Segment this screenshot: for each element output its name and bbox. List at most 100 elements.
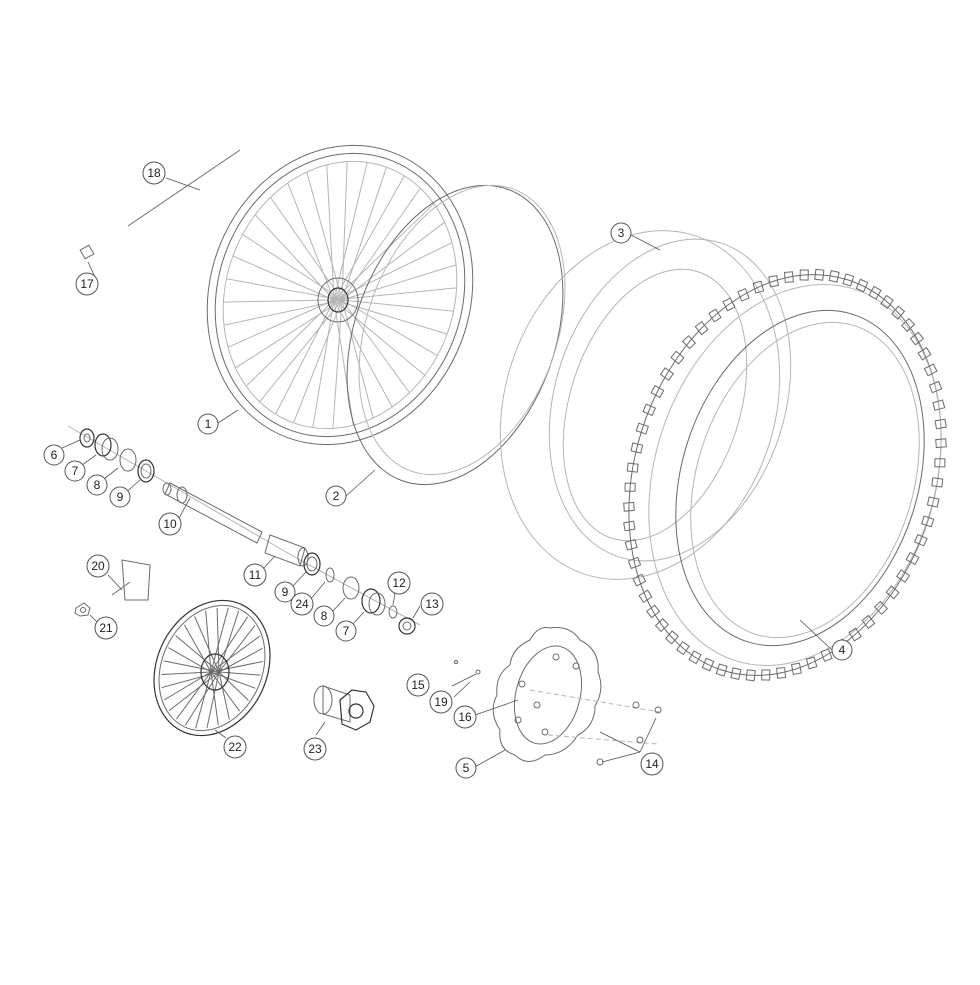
callout-14: 14 [640, 752, 664, 776]
spoke-line [227, 299, 335, 348]
tread-knob [632, 573, 647, 587]
callout-2: 2 [325, 485, 347, 507]
callout-5-label: 5 [463, 761, 470, 775]
callout-8b: 8 [313, 605, 335, 627]
tread-knob [626, 462, 639, 473]
tread-knob [737, 288, 750, 302]
rim-band-part [346, 184, 566, 486]
callout-7a: 7 [64, 460, 86, 482]
spoke-line [341, 221, 445, 301]
spoke-line [333, 287, 457, 301]
tread-knob [645, 604, 661, 619]
tread-knob [730, 667, 742, 680]
callout-9b: 9 [274, 581, 296, 603]
spoke-line [168, 647, 212, 673]
spoke-line [333, 242, 453, 301]
spoke-line [341, 167, 387, 301]
spoke-line [195, 671, 212, 729]
tread-knob [623, 501, 635, 512]
spoke-line [275, 299, 335, 415]
tread-knob [861, 614, 876, 630]
spoke-line [218, 625, 256, 673]
spoke-line [175, 635, 220, 673]
spoke-line [226, 278, 343, 301]
tread-knob [855, 278, 869, 293]
callout-1: 1 [197, 413, 219, 435]
callout-24-label: 24 [295, 597, 309, 611]
callout-20: 20 [86, 554, 110, 578]
spoke-line [306, 171, 343, 301]
spoke-line [333, 299, 448, 335]
tread-knob [681, 335, 697, 350]
tread-knob [934, 418, 947, 430]
callout-23-label: 23 [308, 742, 322, 756]
spoke-line [210, 616, 249, 673]
spoke-line [333, 203, 435, 301]
callout-24: 24 [290, 592, 314, 616]
tread-knob [923, 363, 938, 377]
tread-knob [880, 294, 894, 309]
tread-knob [932, 399, 946, 412]
callout-21-label: 21 [99, 621, 113, 635]
spoke-line [161, 671, 212, 675]
callout-3-label: 3 [618, 226, 625, 240]
spoke-line [293, 299, 343, 423]
spoke-line [218, 671, 249, 701]
callout-12-label: 12 [392, 576, 406, 590]
tread-knob [761, 669, 771, 681]
callout-19: 19 [429, 690, 453, 714]
tread-knob [688, 650, 702, 665]
tread-knob [635, 422, 649, 435]
spoke-line [168, 671, 220, 711]
tread-knob [805, 656, 818, 670]
spoke-line [184, 671, 220, 726]
tread-knob [885, 585, 900, 600]
tread-knob [670, 350, 685, 365]
tread-knob [650, 384, 665, 399]
tread-knob [624, 482, 636, 492]
callout-18: 18 [142, 161, 166, 185]
tread-knob [630, 442, 644, 454]
tread-knob [921, 515, 935, 528]
tread-knob [868, 285, 882, 300]
tread-knob [814, 268, 825, 281]
tread-knob [768, 274, 779, 288]
callout-7b: 7 [335, 620, 357, 642]
tread-knob [896, 569, 911, 583]
spoke-line [210, 661, 263, 673]
callout-2-label: 2 [333, 489, 340, 503]
spoke-line [287, 182, 335, 301]
callout-22-label: 22 [228, 740, 242, 754]
spoke-line [259, 299, 343, 403]
spoke-line [223, 299, 335, 303]
tread-knob [664, 630, 679, 645]
callout-9b-label: 9 [282, 585, 289, 599]
hub-part [313, 685, 375, 731]
spoke-line [183, 624, 212, 673]
tread-knob [659, 367, 674, 381]
tread-knob [694, 320, 709, 336]
tread-knob [776, 667, 787, 679]
spoke-line [333, 299, 393, 408]
tread-knob [905, 551, 920, 566]
callout-11-label: 11 [249, 568, 262, 582]
axle-assembly [67, 425, 421, 635]
spoke-line [175, 671, 212, 720]
leader-lines [61, 177, 833, 769]
tread-knob [722, 297, 736, 312]
tread-knob [926, 496, 940, 508]
spoke-line [205, 610, 212, 673]
spoke-line [242, 233, 343, 301]
tread-knob [842, 273, 855, 287]
callout-16-label: 16 [458, 710, 472, 724]
spoke-line [326, 164, 335, 301]
spoke-line [254, 214, 335, 301]
callout-10: 10 [158, 512, 182, 536]
tread-knob [745, 669, 756, 682]
tread-knob [873, 600, 889, 615]
callout-17-label: 17 [80, 277, 94, 291]
spoke-line [341, 299, 410, 393]
spoke-line [206, 671, 220, 729]
brake-disc-part [454, 627, 662, 766]
tread-knob [848, 627, 862, 642]
